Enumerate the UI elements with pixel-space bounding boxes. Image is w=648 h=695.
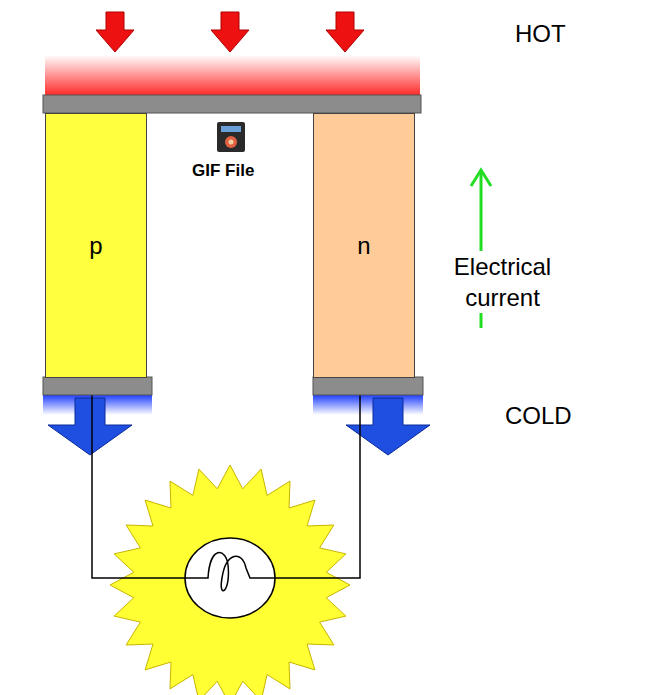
current-label: Electrical current — [440, 251, 565, 313]
n-leg: n — [313, 113, 415, 378]
hot-band — [45, 55, 420, 97]
filament — [185, 553, 275, 591]
leg-label: p — [89, 232, 102, 260]
leg-label: n — [357, 232, 370, 260]
cold-plate — [43, 377, 152, 395]
heat-arrows — [96, 12, 364, 52]
file-icon — [217, 122, 245, 152]
hot-label: HOT — [515, 18, 566, 49]
cold-band — [313, 395, 423, 415]
cold-plate — [313, 377, 423, 395]
bulb — [185, 538, 275, 618]
hot-plate — [43, 95, 421, 113]
cold-label: COLD — [505, 400, 572, 431]
light-burst — [110, 465, 350, 695]
file-label: GIF File — [192, 160, 254, 182]
p-leg: p — [45, 113, 147, 378]
cold-arrows — [48, 398, 430, 455]
